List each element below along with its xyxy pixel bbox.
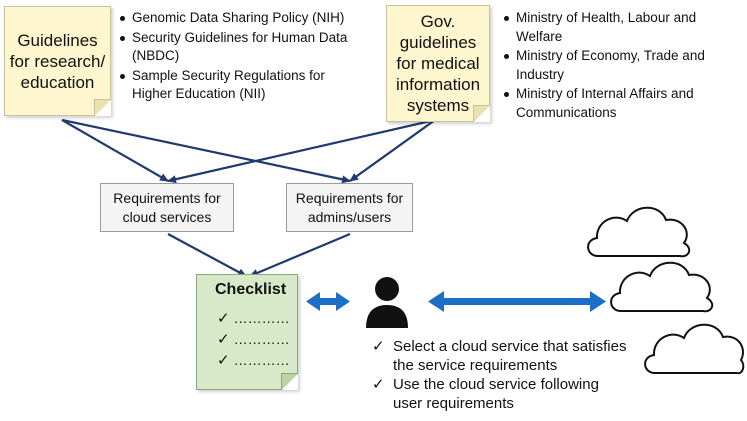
double-arrow-user-clouds [428,291,606,312]
list-item: Security Guidelines for Human Data (NBDC… [118,29,368,66]
list-item: ✓ Use the cloud service following user r… [370,375,613,413]
checkmark-icon: ✓ [372,376,385,393]
double-arrow-checklist-user [306,292,350,311]
checklist-dots: ………… [233,352,290,368]
research-guidelines-list: Genomic Data Sharing Policy (NIH) Securi… [118,9,368,105]
checklist-dots: ………… [233,310,290,326]
note-fold [281,373,298,390]
checklist-item: ✓………… [217,309,290,327]
checkmark-icon: ✓ [372,338,385,355]
cloud-services-requirements-label: Requirements for cloud services [113,189,221,225]
cloud-icon [610,261,714,313]
note-fold [473,105,490,122]
checkmark-icon: ✓ [217,310,230,327]
list-item: Sample Security Regulations for Higher E… [118,67,368,104]
list-item: Ministry of Internal Affairs and Communi… [502,85,742,122]
note-fold [94,99,111,116]
checklist-dots: ………… [233,331,290,347]
research-guidelines-note: Guidelines for research/ education [4,6,111,116]
checklist-note: Checklist ✓………… ✓………… ✓………… [196,274,298,390]
checklist-title: Checklist [215,281,287,298]
arrow-left-note-to-cloud-req [61,119,169,182]
list-item: ✓ Select a cloud service that satisfies … [370,337,643,375]
action-text: Select a cloud service that satisfies th… [393,338,627,374]
cloud-icon [644,323,745,375]
user-icon [366,277,408,328]
medical-guidelines-note-text: Gov. guidelines for medical information … [395,12,481,115]
checkmark-icon: ✓ [217,352,230,369]
list-item: Ministry of Economy, Trade and Industry [502,47,742,84]
ministries-list: Ministry of Health, Labour and Welfare M… [502,9,742,123]
cloud-services-requirements-box: Requirements for cloud services [100,183,234,232]
arrow-admin-req-to-checklist [249,232,351,278]
arrow-right-note-to-admin-req [349,119,436,182]
cloud-icon [587,206,691,258]
admin-users-requirements-label: Requirements for admins/users [295,189,404,225]
checklist-item: ✓………… [217,330,290,348]
admin-users-requirements-box: Requirements for admins/users [286,183,413,232]
user-actions-list: ✓ Select a cloud service that satisfies … [370,337,643,413]
arrow-cloud-req-to-checklist [167,233,247,277]
checkmark-icon: ✓ [217,331,230,348]
action-text: Use the cloud service following user req… [393,376,599,412]
list-item: Ministry of Health, Labour and Welfare [502,9,742,46]
medical-guidelines-note: Gov. guidelines for medical information … [386,5,490,122]
arrow-left-note-to-admin-req [61,118,351,184]
checklist-item: ✓………… [217,351,290,369]
arrow-right-note-to-cloud-req [167,118,436,184]
list-item: Genomic Data Sharing Policy (NIH) [118,9,368,28]
research-guidelines-note-text: Guidelines for research/ education [9,30,106,92]
